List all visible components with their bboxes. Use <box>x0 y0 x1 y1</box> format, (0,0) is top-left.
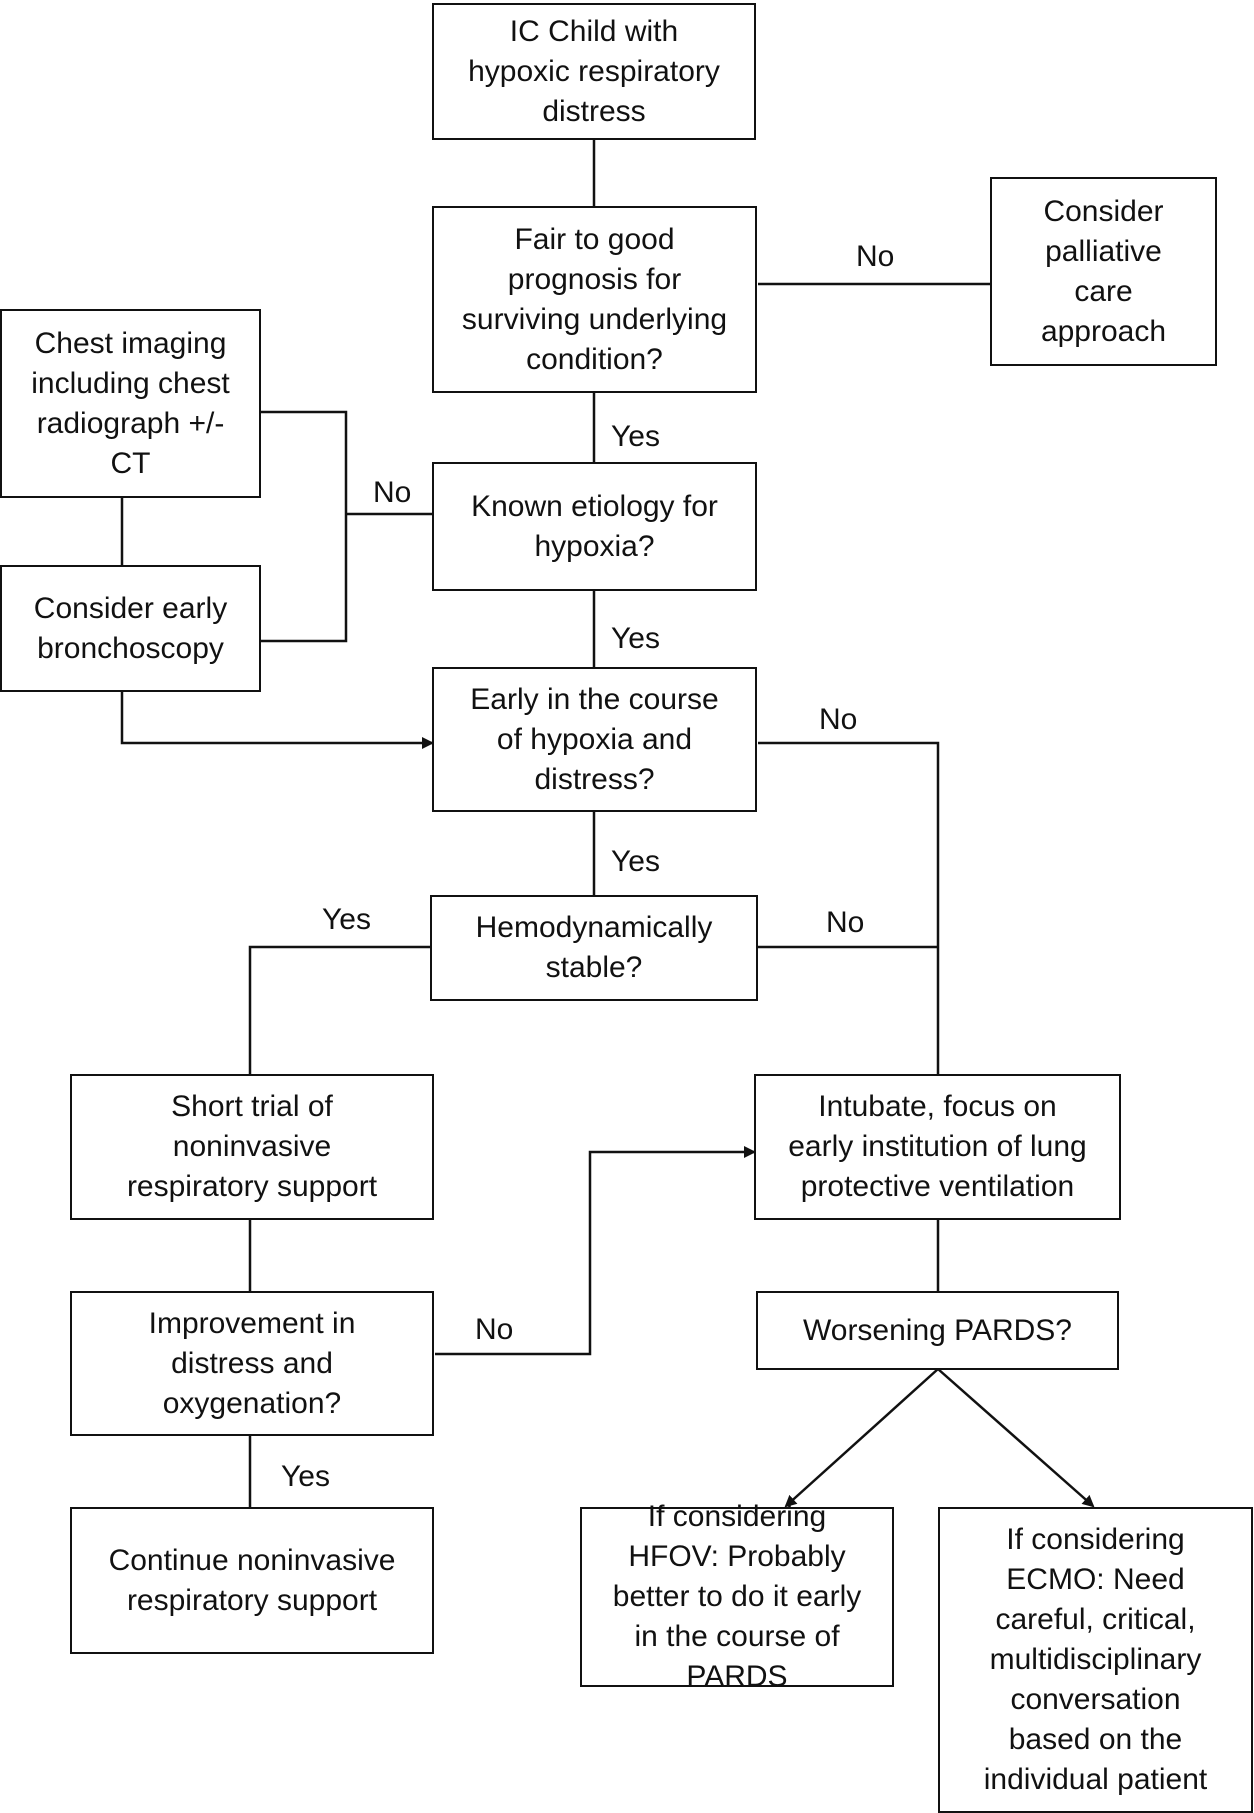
edge-early-to-intubate <box>758 741 940 1074</box>
label-etiology-no: No <box>373 476 412 509</box>
edge-branch-bracket <box>260 410 348 643</box>
edge-improvement-to-intubate <box>435 1146 756 1356</box>
node-intubate: Intubate, focus on early institution of … <box>754 1074 1121 1220</box>
label-early-no: No <box>819 703 858 736</box>
node-ic-child: IC Child with hypoxic respiratory distre… <box>432 3 756 140</box>
node-hemodynamic-text: Hemodynamically stable? <box>475 911 713 984</box>
node-prognosis: Fair to good prognosis for surviving und… <box>432 206 757 393</box>
label-early-yes: Yes <box>611 845 660 878</box>
node-worsening: Worsening PARDS? <box>756 1291 1119 1370</box>
edge-hemo-to-short-trial <box>248 945 432 1074</box>
label-etiology-yes: Yes <box>611 622 660 655</box>
label-prognosis-no: No <box>856 240 895 273</box>
node-early-course-text: Early in the course of hypoxia and distr… <box>470 682 719 796</box>
node-bronchoscopy: Consider early bronchoscopy <box>0 565 261 692</box>
label-improve-no: No <box>475 1313 514 1346</box>
node-worsening-text: Worsening PARDS? <box>802 1313 1072 1347</box>
node-ic-child-text: IC Child with hypoxic respiratory distre… <box>468 14 720 128</box>
label-hemo-no: No <box>826 906 865 939</box>
node-prognosis-text: Fair to good prognosis for surviving und… <box>461 222 728 376</box>
label-improve-yes: Yes <box>281 1460 330 1493</box>
node-chest-imaging-text: Chest imaging including chest radiograph… <box>31 326 230 480</box>
node-hfov-text: If considering HFOV: Probably better to … <box>612 1500 862 1693</box>
node-palliative: Consider palliative care approach <box>990 177 1217 366</box>
edge-worsening-to-ecmo <box>937 1368 1095 1508</box>
node-intubate-text: Intubate, focus on early institution of … <box>788 1090 1087 1203</box>
node-hemodynamic: Hemodynamically stable? <box>430 895 758 1001</box>
edge-bronchoscopy-to-early <box>120 691 434 749</box>
node-short-trial-text: Short trial of noninvasive respiratory s… <box>126 1090 378 1203</box>
node-short-trial: Short trial of noninvasive respiratory s… <box>70 1074 434 1220</box>
node-improvement-text: Improvement in distress and oxygenation? <box>148 1306 356 1420</box>
node-known-etiology: Known etiology for hypoxia? <box>432 462 757 591</box>
node-chest-imaging: Chest imaging including chest radiograph… <box>0 309 261 498</box>
node-ecmo-text: If considering ECMO: Need careful, criti… <box>983 1523 1208 1796</box>
label-hemo-yes: Yes <box>322 903 371 936</box>
node-palliative-text: Consider palliative care approach <box>1040 194 1167 348</box>
node-hfov: If considering HFOV: Probably better to … <box>580 1500 894 1693</box>
label-prognosis-yes: Yes <box>611 420 660 453</box>
node-early-course: Early in the course of hypoxia and distr… <box>432 667 757 812</box>
node-continue-niv: Continue noninvasive respiratory support <box>70 1507 434 1654</box>
edge-worsening-to-hfov <box>784 1368 939 1508</box>
node-improvement: Improvement in distress and oxygenation? <box>70 1291 434 1436</box>
node-ecmo: If considering ECMO: Need careful, criti… <box>938 1507 1253 1813</box>
node-bronchoscopy-text: Consider early bronchoscopy <box>33 591 228 665</box>
node-continue-niv-text: Continue noninvasive respiratory support <box>108 1543 396 1617</box>
node-known-etiology-text: Known etiology for hypoxia? <box>471 489 718 563</box>
